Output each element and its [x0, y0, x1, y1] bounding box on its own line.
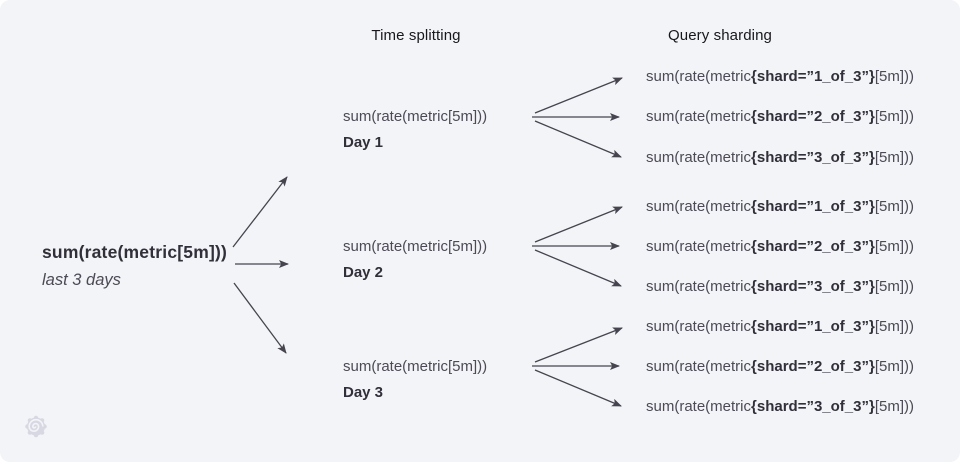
shard-selector: {shard=”3_of_3”}	[751, 149, 875, 166]
sharded-query-row: sum(rate(metric{shard=”3_of_3”}[5m]))	[646, 278, 914, 295]
shard-expr-suffix: [5m]))	[874, 278, 914, 295]
split-expression: sum(rate(metric[5m]))	[343, 238, 488, 255]
shard-expr-suffix: [5m]))	[874, 149, 914, 166]
time-split-day-1: sum(rate(metric[5m])) Day 1	[343, 108, 487, 152]
shard-selector: {shard=”1_of_3”}	[751, 198, 875, 215]
split-expression: sum(rate(metric[5m]))	[343, 358, 488, 375]
column-header-time-splitting: Time splitting	[371, 27, 461, 44]
shard-expr-prefix: sum(rate(metric	[646, 238, 752, 255]
column-header-query-sharding: Query sharding	[668, 27, 772, 44]
arrow	[534, 77, 623, 114]
shard-selector: {shard=”1_of_3”}	[751, 318, 875, 335]
time-split-day-2: sum(rate(metric[5m])) Day 2	[343, 238, 487, 282]
shard-expr-suffix: [5m]))	[874, 358, 914, 375]
arrow	[233, 282, 287, 354]
shard-expr-prefix: sum(rate(metric	[646, 318, 752, 335]
shard-expr-prefix: sum(rate(metric	[646, 358, 752, 375]
shard-expr-prefix: sum(rate(metric	[646, 108, 752, 125]
shard-selector: {shard=”1_of_3”}	[751, 68, 875, 85]
shard-expr-prefix: sum(rate(metric	[646, 198, 752, 215]
arrow	[534, 369, 622, 407]
shard-selector: {shard=”2_of_3”}	[751, 358, 875, 375]
shard-selector: {shard=”3_of_3”}	[751, 278, 875, 295]
time-split-day-3: sum(rate(metric[5m])) Day 3	[343, 358, 487, 402]
arrow	[534, 249, 622, 287]
sharded-query-row: sum(rate(metric{shard=”1_of_3”}[5m]))	[646, 68, 914, 85]
shard-expr-suffix: [5m]))	[874, 108, 914, 125]
shard-expr-suffix: [5m]))	[874, 198, 914, 215]
grafana-spiral-icon	[25, 415, 47, 438]
sharded-query-row: sum(rate(metric{shard=”1_of_3”}[5m]))	[646, 318, 914, 335]
shard-expr-suffix: [5m]))	[874, 398, 914, 415]
split-day-label: Day 2	[343, 264, 384, 282]
sharded-query-row: sum(rate(metric{shard=”2_of_3”}[5m]))	[646, 358, 914, 375]
split-day-label: Day 3	[343, 384, 384, 402]
shard-selector: {shard=”2_of_3”}	[751, 238, 875, 255]
split-day-label: Day 1	[343, 134, 384, 152]
shard-expr-prefix: sum(rate(metric	[646, 68, 752, 85]
shard-expr-suffix: [5m]))	[874, 238, 914, 255]
arrow	[232, 176, 288, 248]
shard-expr-suffix: [5m]))	[874, 68, 914, 85]
sharded-query-row: sum(rate(metric{shard=”2_of_3”}[5m]))	[646, 108, 914, 125]
shard-expr-prefix: sum(rate(metric	[646, 398, 752, 415]
shard-selector: {shard=”2_of_3”}	[751, 108, 875, 125]
shard-expr-prefix: sum(rate(metric	[646, 278, 752, 295]
arrow	[534, 120, 622, 158]
shard-expr-prefix: sum(rate(metric	[646, 149, 752, 166]
sharded-query-row: sum(rate(metric{shard=”1_of_3”}[5m]))	[646, 198, 914, 215]
root-query-expression: sum(rate(metric[5m]))	[42, 242, 228, 262]
shard-expr-suffix: [5m]))	[874, 318, 914, 335]
root-query: sum(rate(metric[5m])) last 3 days	[42, 242, 227, 291]
sharded-query-row: sum(rate(metric{shard=”2_of_3”}[5m]))	[646, 238, 914, 255]
sharded-query-row: sum(rate(metric{shard=”3_of_3”}[5m]))	[646, 398, 914, 415]
split-expression: sum(rate(metric[5m]))	[343, 108, 488, 125]
root-query-time-range: last 3 days	[42, 271, 121, 289]
sharded-query-row: sum(rate(metric{shard=”3_of_3”}[5m]))	[646, 149, 914, 166]
arrow	[534, 206, 623, 243]
shard-selector: {shard=”3_of_3”}	[751, 398, 875, 415]
arrow	[534, 327, 623, 363]
